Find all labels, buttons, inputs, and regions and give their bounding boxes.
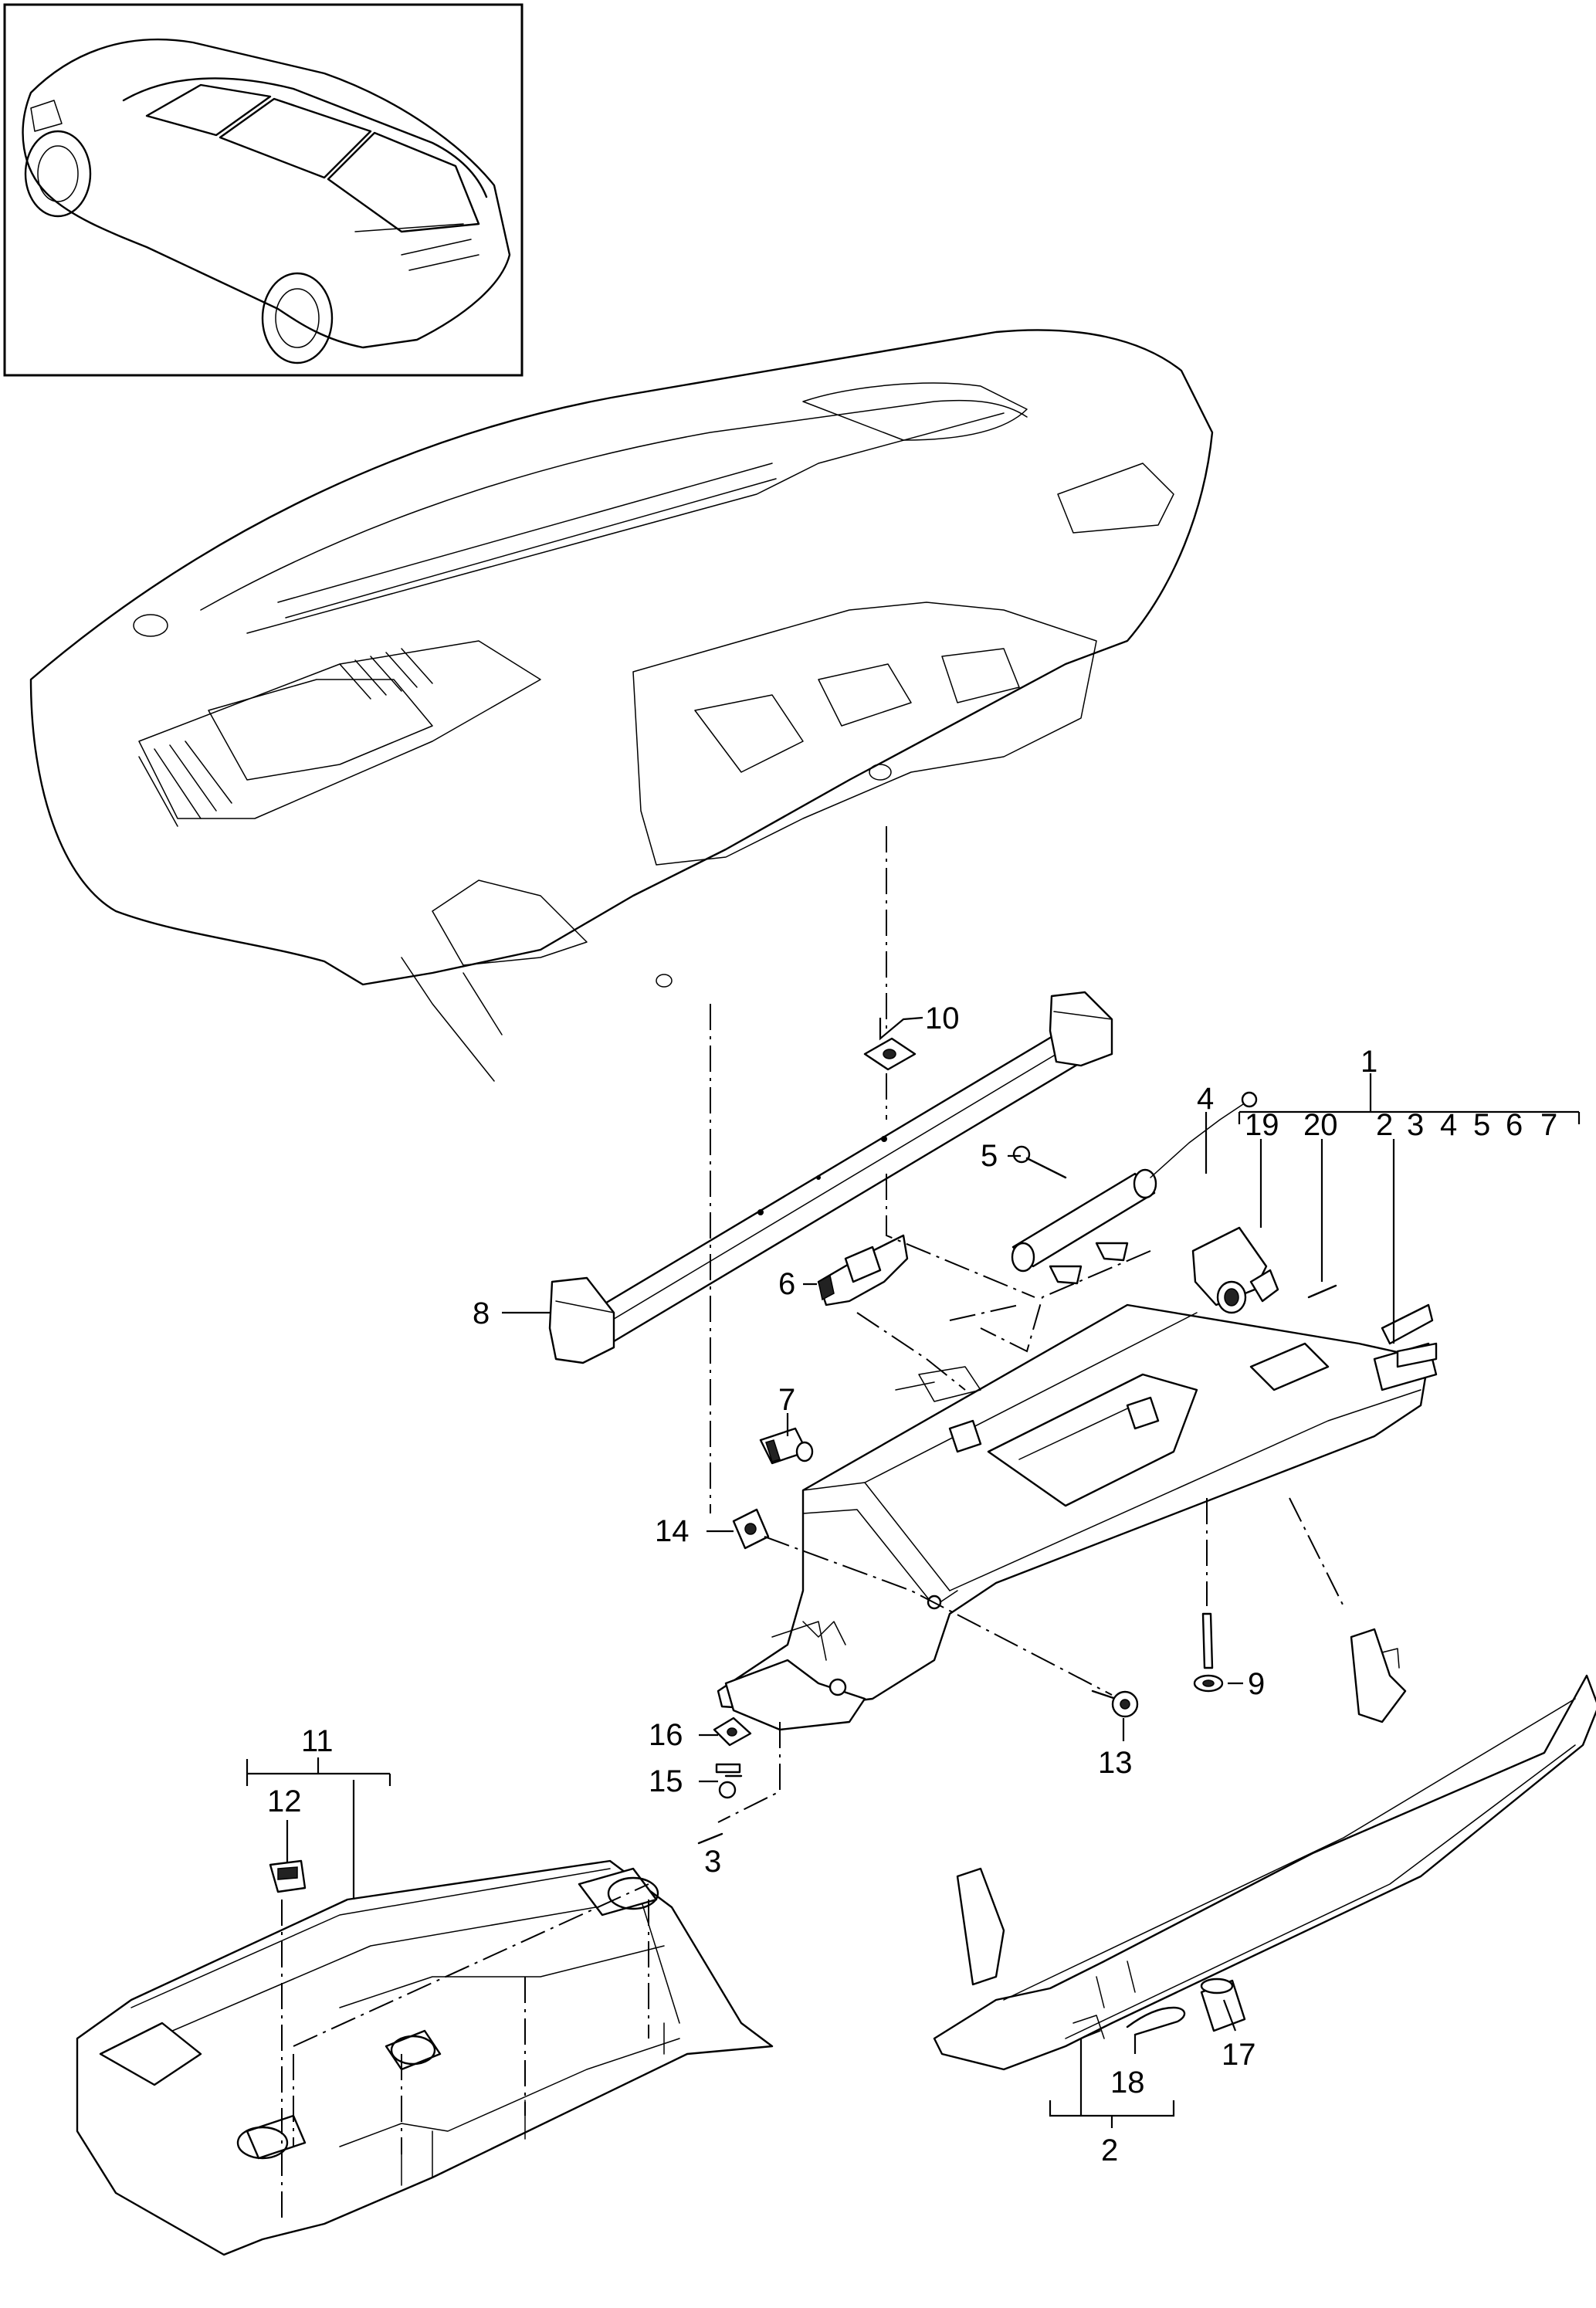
clip-18: [1126, 2006, 1186, 2036]
glovebox-damper: [1011, 1091, 1258, 1285]
callout-5-group: 5: [1473, 1108, 1490, 1142]
callout-10: 10: [925, 1001, 960, 1035]
callout-17: 17: [1222, 2038, 1256, 2072]
callout-8: 8: [473, 1296, 490, 1330]
assembly-lines: [281, 826, 1344, 2224]
lens-17: [1200, 1978, 1246, 2032]
callout-7-group: 7: [1540, 1108, 1557, 1142]
pin-20: [1307, 1284, 1337, 1299]
screw-9: [1193, 1612, 1224, 1693]
screw-15: [715, 1763, 743, 1799]
clip-12: [269, 1859, 307, 1893]
latch-part: [817, 1234, 909, 1307]
callout-3-group: 3: [1407, 1108, 1424, 1142]
callout-9: 9: [1248, 1667, 1265, 1701]
callout-14: 14: [655, 1514, 690, 1548]
callout-13: 13: [1098, 1746, 1133, 1780]
cross-bar: [548, 991, 1113, 1364]
callout-12: 12: [267, 1784, 302, 1818]
glovebox-lid: [933, 1628, 1596, 2071]
vehicle-thumbnail: [3, 3, 524, 377]
callout-11: 11: [301, 1724, 334, 1758]
callout-2: 2: [1101, 2133, 1118, 2167]
callout-16: 16: [649, 1718, 683, 1752]
bolt-5: [1012, 1145, 1067, 1179]
lamp-holder: [1191, 1226, 1279, 1314]
clip-nut-10: [863, 1037, 917, 1071]
callout-18: 18: [1110, 2066, 1145, 2100]
callout-1: 1: [1360, 1045, 1377, 1079]
callout-2-group: 2: [1376, 1108, 1393, 1142]
dashboard-panel: [29, 329, 1214, 1082]
callout-4: 4: [1197, 1082, 1214, 1116]
callout-3: 3: [704, 1845, 721, 1879]
glove-box: [717, 1303, 1438, 1731]
callout-6: 6: [778, 1267, 795, 1301]
callout-6-group: 6: [1506, 1108, 1523, 1142]
callout-leaders: [246, 1016, 1581, 2128]
callout-15: 15: [649, 1764, 683, 1798]
callout-20: 20: [1303, 1108, 1338, 1142]
callout-4-group: 4: [1440, 1108, 1457, 1142]
screw-13: [1091, 1689, 1139, 1718]
lower-cover: [76, 1859, 774, 2256]
bulb-7: [759, 1427, 814, 1465]
callout-5: 5: [981, 1139, 998, 1173]
callout-7: 7: [778, 1383, 795, 1417]
pin-3: [697, 1832, 723, 1845]
clip-nut-16: [713, 1717, 752, 1747]
callout-labels: 1 19 20 2 3 4 5 6 7 4 5 6 7 8 9 10 11 12…: [267, 1001, 1557, 2167]
callout-19: 19: [1245, 1108, 1279, 1142]
clip-nut-14: [732, 1508, 770, 1550]
